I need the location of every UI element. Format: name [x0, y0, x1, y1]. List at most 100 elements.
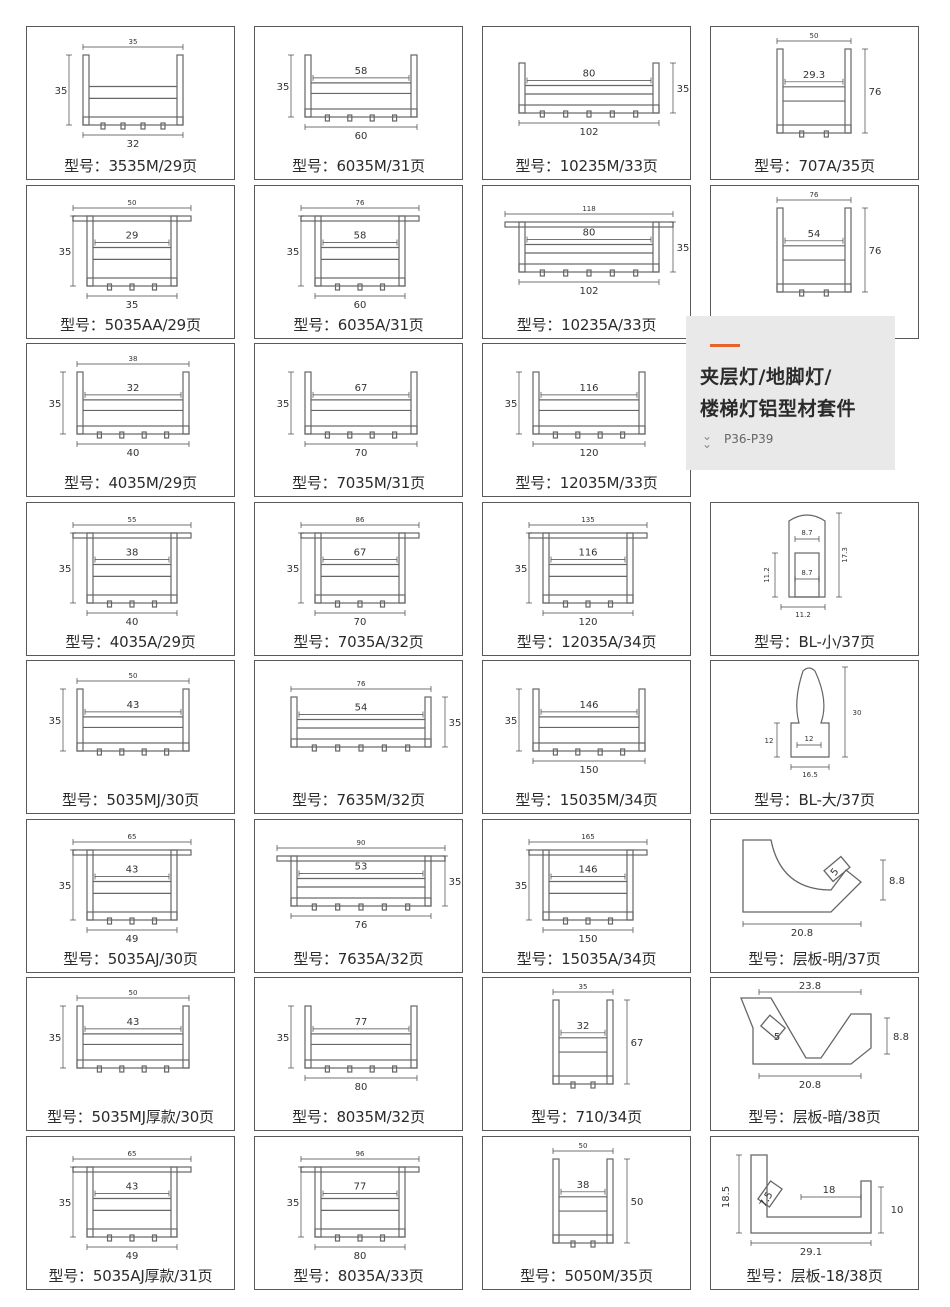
profile-drawing	[76, 1005, 190, 1073]
profile-drawing	[532, 688, 646, 756]
dimension-label: 54	[808, 228, 821, 239]
product-caption: 型号：5035AJ厚款/31页	[48, 1266, 213, 1285]
profile-drawing	[528, 531, 648, 608]
product-caption: 型号：5035AA/29页	[60, 315, 201, 334]
dimension-label: 70	[354, 617, 367, 628]
dimension-label: 35	[287, 564, 300, 575]
dimension-label: 49	[126, 1251, 139, 1262]
dimension-label: 102	[579, 127, 598, 138]
dimension-label: 76	[810, 191, 819, 199]
profile-drawing	[72, 1165, 192, 1242]
product-caption: 型号：8035A/33页	[293, 1266, 424, 1285]
banner-title-line2: 楼梯灯铝型材套件	[700, 398, 857, 420]
profile-drawing	[76, 371, 190, 439]
profile-drawing	[72, 848, 192, 925]
dimension-label: 58	[355, 66, 368, 77]
dimension-label: 5	[829, 866, 842, 878]
dimension-label: 18.5	[721, 1185, 732, 1207]
profile-drawing	[300, 531, 420, 608]
profile-drawing	[72, 531, 192, 608]
product-caption: 型号：5035MJ厚款/30页	[47, 1108, 214, 1126]
dimension-label: 50	[129, 989, 138, 997]
product-caption: 型号：15035M/34页	[515, 791, 658, 809]
dimension-label: 65	[128, 833, 137, 841]
dimension-label: 50	[810, 32, 819, 40]
dimension-label: 35	[449, 718, 461, 729]
product-caption: 型号：15035A/34页	[516, 949, 657, 968]
dimension-label: 20.8	[791, 928, 813, 939]
dimension-label: 50	[631, 1197, 644, 1208]
dimension-label: 35	[677, 84, 689, 95]
dimension-label: 16.5	[802, 771, 818, 779]
product-caption: 型号：12035A/34页	[516, 632, 657, 651]
product-caption: 型号：4035M/29页	[64, 474, 197, 492]
dimension-label: 35	[449, 877, 461, 888]
dimension-label: 70	[355, 448, 368, 459]
dimension-label: 32	[127, 383, 140, 394]
profile-drawing	[757, 1179, 783, 1208]
dimension-label: 18	[823, 1185, 836, 1196]
dimension-label: 55	[128, 516, 137, 524]
dimension-label: 35	[126, 300, 139, 311]
dimension-label: 35	[59, 881, 72, 892]
dimension-label: 102	[579, 286, 598, 297]
dimension-label: 80	[583, 69, 596, 80]
double-chevron-down-icon: ⌄⌄	[702, 429, 713, 451]
dimension-label: 8.8	[889, 876, 905, 887]
dimension-label: 53	[355, 861, 368, 872]
dimension-label: 43	[126, 864, 139, 875]
profile-drawing	[823, 855, 851, 882]
dimension-label: 35	[277, 1033, 290, 1044]
dimension-label: 10	[891, 1205, 904, 1216]
profile-drawing	[750, 1153, 872, 1234]
dimension-label: 32	[577, 1021, 590, 1032]
profile-drawing	[304, 1005, 418, 1073]
dimension-label: 50	[128, 199, 137, 207]
product-caption: 型号：6035M/31页	[292, 157, 425, 175]
dimension-label: 32	[127, 139, 140, 150]
profile-drawing	[276, 854, 446, 911]
product-caption: 型号：8035M/32页	[292, 1108, 425, 1126]
product-caption: 型号：3535M/29页	[64, 157, 197, 175]
dimension-label: 35	[287, 247, 300, 258]
dimension-label: 8.7	[801, 529, 812, 537]
profile-drawing	[759, 1014, 787, 1040]
